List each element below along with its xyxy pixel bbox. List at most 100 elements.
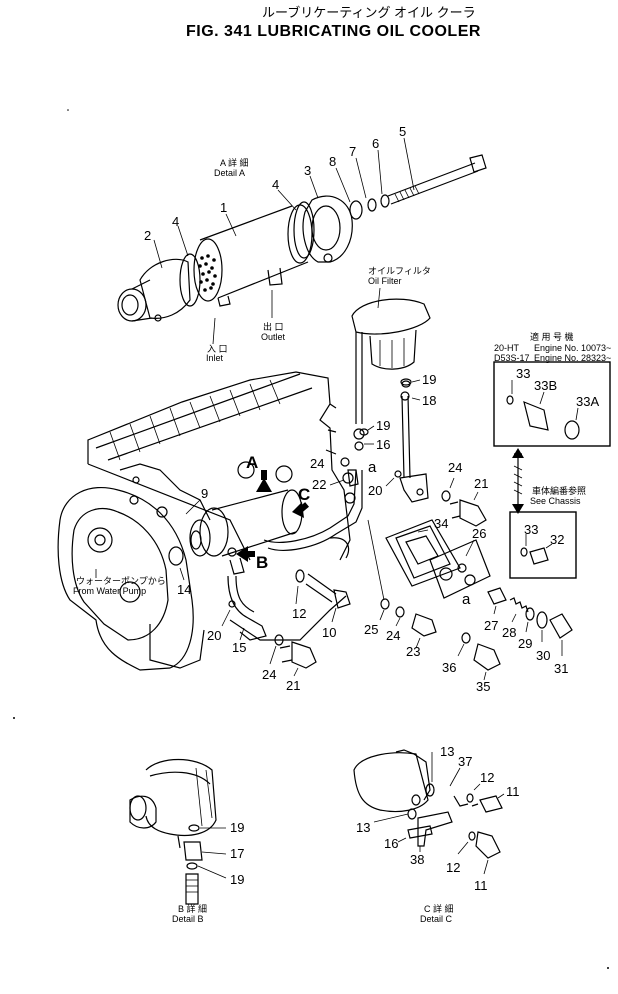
- part-20-left: 20: [207, 628, 221, 643]
- washer-12-c-upper: [466, 793, 474, 803]
- detail-c-jp: C 詳 細: [424, 903, 454, 914]
- o-ring-19-top: [401, 380, 411, 388]
- detail-b-jp: B 詳 細: [178, 903, 207, 914]
- washer-24-left: [274, 634, 284, 646]
- part-30: 30: [536, 648, 550, 663]
- part-24-mid: 24: [310, 456, 324, 471]
- washer-33-box: [506, 395, 514, 405]
- bolt-10: [305, 573, 337, 603]
- bolt-23: [411, 613, 437, 637]
- part-12-c-upper: 12: [480, 770, 494, 785]
- part-28: 28: [502, 625, 516, 640]
- gasket-4-right: [293, 201, 315, 259]
- timing-case: [57, 486, 194, 671]
- variant-box-33b: [493, 361, 611, 447]
- part-22: 22: [312, 477, 326, 492]
- inlet-housing-2: [139, 258, 191, 319]
- part-5: 5: [399, 124, 406, 139]
- inlet-label: Inlet: [206, 353, 224, 363]
- union-33b: [523, 401, 549, 431]
- washer-33-chassis: [520, 547, 528, 557]
- part-33B: 33B: [534, 378, 557, 393]
- tube-flange: [399, 473, 429, 503]
- oil-filter-label: Oil Filter: [368, 276, 402, 286]
- part-23: 23: [406, 644, 420, 659]
- part-13-c-upper: 13: [440, 744, 454, 759]
- oil-filter-jp: オイルフィルタ: [368, 266, 431, 276]
- part-20-mid: 20: [368, 483, 382, 498]
- bolt-21-upper: [459, 499, 487, 527]
- cooler-assembly-illustration: [117, 154, 487, 322]
- part-16-main: 16: [376, 437, 390, 452]
- washer-24-lower: [395, 606, 405, 618]
- washer-20-mid: [394, 470, 402, 478]
- part-33A: 33A: [576, 394, 599, 409]
- part-17: 17: [230, 846, 244, 861]
- end-cover-3: [302, 195, 353, 263]
- gasket-4-left: [179, 253, 201, 307]
- part-24-left: 24: [262, 667, 276, 682]
- bolt-11-c-lower: [475, 831, 501, 859]
- bolt-35: [473, 643, 501, 671]
- water-pump-jp: ウォーターポンプから: [76, 576, 166, 586]
- washer-7: [367, 198, 377, 212]
- engine-no-20ht: Engine No. 10073~: [534, 343, 611, 353]
- washer-20-left: [228, 600, 236, 608]
- part-35: 35: [476, 679, 490, 694]
- long-bolt-5: [387, 162, 479, 205]
- part-19-top: 19: [422, 372, 436, 387]
- washer-29: [525, 607, 535, 621]
- washer-36: [461, 632, 471, 644]
- part-38: 38: [410, 852, 424, 867]
- oil-pipe-16: [263, 469, 363, 551]
- part-27: 27: [484, 618, 498, 633]
- bolt-head-5: [469, 154, 487, 173]
- view-arrow-b: [236, 546, 248, 562]
- outlet-label: Outlet: [261, 332, 286, 342]
- part-4-right: 4: [272, 177, 279, 192]
- o-ring-19-b-upper: [188, 824, 200, 832]
- part-19-mid: 19: [376, 418, 390, 433]
- cooler-core-tubes: [198, 254, 217, 292]
- engine-block-illustration: [57, 371, 351, 671]
- washer-12-c-lower: [468, 831, 476, 841]
- model-d53s: D53S-17: [494, 353, 530, 363]
- from-water-pump-label: From Water Pump: [73, 586, 146, 596]
- part-11-c-lower: 11: [474, 878, 488, 893]
- part-4-left: 4: [172, 214, 179, 229]
- tube-16-c: [407, 825, 433, 839]
- part-7: 7: [349, 144, 356, 159]
- installed-oil-cooler: [189, 489, 303, 641]
- part-33-box: 33: [516, 366, 530, 381]
- part-24-lower: 24: [386, 628, 400, 643]
- engine-no-d53s: Engine No. 28323~: [534, 353, 611, 363]
- gasket-34: [385, 519, 461, 587]
- washer-24-mid: [340, 457, 350, 467]
- part-31: 31: [554, 661, 568, 676]
- part-25: 25: [364, 622, 378, 637]
- part-1: 1: [220, 200, 227, 215]
- inlet-jp: 入 口: [207, 344, 228, 354]
- detail-a-jp: A 詳 細: [220, 157, 249, 168]
- bracket-38: [417, 811, 453, 847]
- part-2: 2: [144, 228, 151, 243]
- part-26: 26: [472, 526, 486, 541]
- adapter-17: [183, 841, 203, 861]
- detail-c-illustration: [353, 749, 503, 859]
- cooler-body-1: [199, 205, 309, 299]
- valve-body-26: [429, 539, 491, 599]
- part-24-upper: 24: [448, 460, 462, 475]
- valve-27: [487, 587, 507, 605]
- washer-13-c-upper: [411, 794, 421, 806]
- bolt-21-lower: [291, 641, 317, 669]
- arrow-c-label: C: [298, 485, 310, 504]
- figure-title: FIG. 341 LUBRICATING OIL COOLER: [186, 23, 481, 40]
- o-ring-19-mid: [359, 428, 369, 436]
- washer-12-main: [295, 569, 305, 583]
- variant-box-33: [509, 511, 577, 579]
- see-chassis-label: See Chassis: [530, 496, 581, 506]
- detail-b-label: Detail B: [172, 914, 204, 924]
- part-33-chassis: 33: [524, 522, 538, 537]
